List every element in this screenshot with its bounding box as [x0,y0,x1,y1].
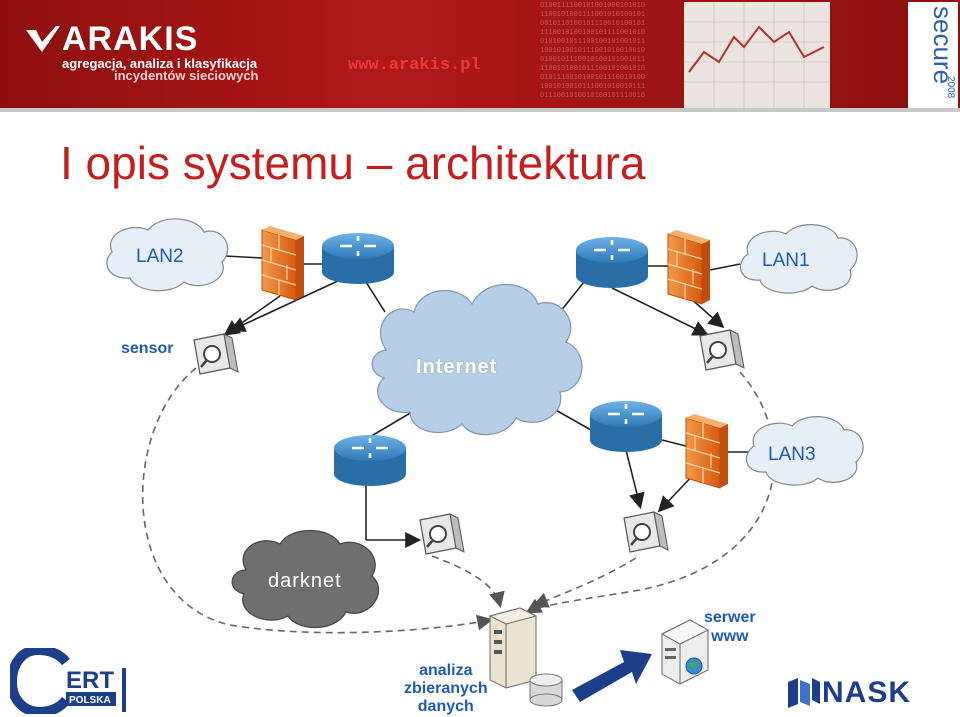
cert-polska-logo: ERT POLSKA [10,648,126,714]
router-icon [574,235,650,290]
www-server-icon [660,619,710,685]
brand-tagline-2: incydentów sieciowych [114,68,259,83]
brand-tagline-1: agregacja, analiza i klasyfikacja [62,56,258,71]
nask-logo-text: NASK [822,676,912,709]
cloud-icon-lan1 [739,224,858,294]
cert-logo-text: ERT [66,667,114,694]
cloud-icon-internet [371,283,583,436]
cloud-label-lan2: LAN2 [136,246,184,267]
sensor-icon [418,512,466,556]
analysis-label-line-3: danych [417,698,474,715]
router-icon [588,399,664,454]
router-icon [332,433,408,488]
sensor-label: sensor [121,340,174,357]
secure-2008-logo: secure 2008 [908,2,958,112]
cloud-icon-darknet [231,529,380,629]
arakis-logo-icon [26,26,60,52]
binary-pattern-decoration: 0100111100101001000101010 11001010011110… [540,2,646,100]
cloud-label-internet: Internet [416,356,498,378]
sensor-icon [192,332,240,376]
header-divider [0,108,960,112]
secure-logo-year: 2008 [945,76,956,99]
server-icon [488,607,538,689]
www-server-label-line-2: www [711,628,749,645]
transfer-arrow-icon [572,650,652,702]
cloud-label-lan3: LAN3 [768,444,816,465]
sensor-icon [698,328,746,372]
nask-logo-icon [788,678,820,708]
page-title: I opis systemu – architektura [60,137,646,189]
cert-logo-polska: POLSKA [69,695,111,706]
www-server-label-line-1: serwer [704,609,756,626]
analysis-label-line-1: analiza [419,662,473,679]
firewall-icon [261,225,305,301]
cloud-label-darknet: darknet [268,570,342,592]
router-icon [320,231,396,286]
analysis-label: analiza zbieranych danych [404,662,488,716]
header-banner: ARAKIS agregacja, analiza i klasyfikacja… [0,0,960,112]
chart-photo-decoration [684,2,830,108]
database-icon [529,673,563,707]
cloud-icon-lan2 [106,218,229,292]
sensor-icon [622,510,670,554]
firewall-icon [667,229,711,305]
cloud-icon-lan3 [745,416,864,486]
secure-logo-text: secure [928,6,958,84]
analysis-label-line-2: zbieranych [404,680,488,697]
www-server-label: serwer www [704,608,756,646]
site-url[interactable]: www.arakis.pl [348,56,481,75]
cloud-label-lan1: LAN1 [762,250,810,271]
brand-name: ARAKIS [62,20,199,58]
firewall-icon [685,413,729,489]
